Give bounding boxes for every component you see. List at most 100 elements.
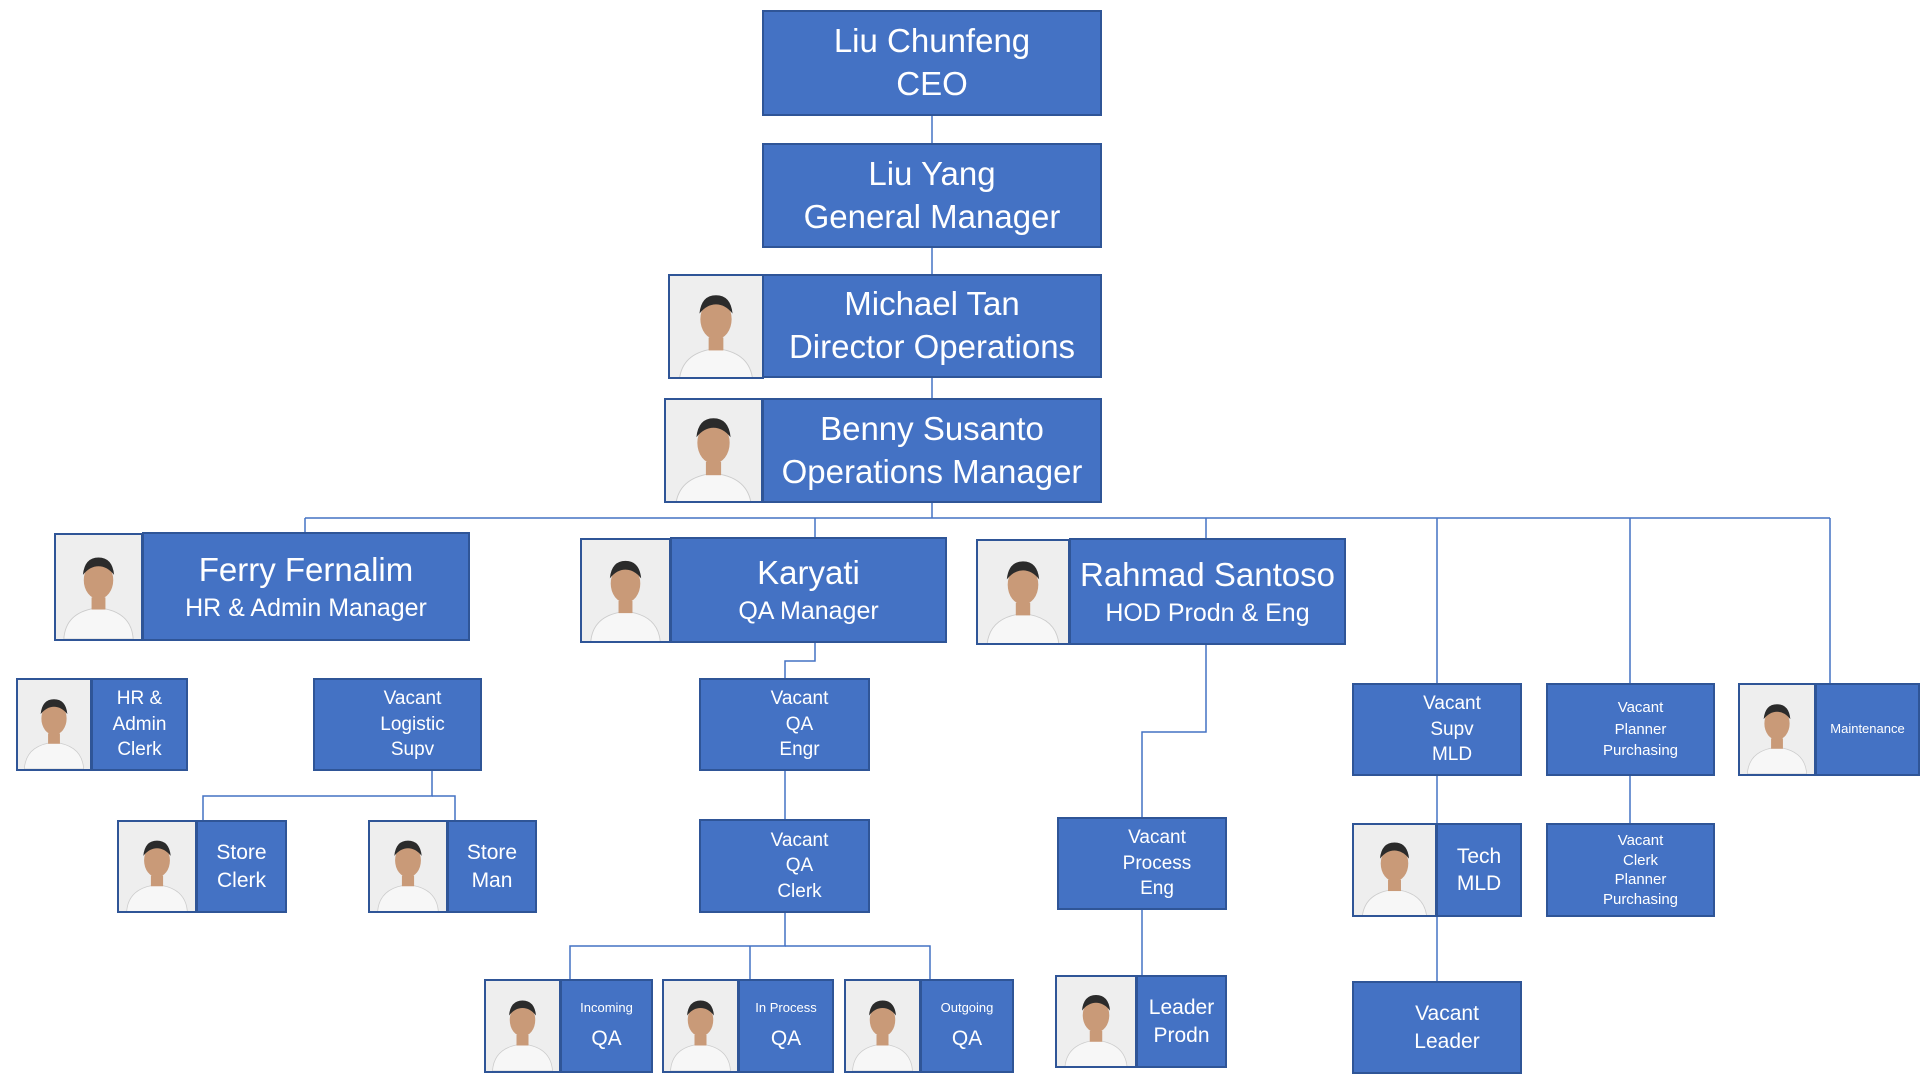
hr-clerk-line-3: Clerk <box>117 739 162 761</box>
outgoing-qa-box: Outgoing QA <box>920 979 1014 1073</box>
store-clerk-portrait-icon <box>117 820 197 913</box>
process-eng-box: Vacant Process Eng <box>1057 817 1227 910</box>
hr-clerk-portrait-icon <box>16 678 92 771</box>
hod-portrait-icon <box>976 539 1070 645</box>
leader-prodn-portrait-icon <box>1055 975 1137 1068</box>
in-process-qa-line-1: In Process <box>755 999 817 1015</box>
logistic-supv-line-1: Vacant <box>383 688 442 710</box>
hr-manager-box: Ferry Fernalim HR & Admin Manager <box>142 532 470 641</box>
clerk-planner-line-1: Vacant <box>1617 832 1664 849</box>
outgoing-qa-line-1: Outgoing <box>940 999 994 1015</box>
tech-mld-line-1: Tech <box>1456 844 1502 868</box>
gm-name: Liu Yang <box>868 154 996 192</box>
maintenance-box: Maintenance <box>1815 683 1920 776</box>
clerk-planner-line-3: Planner <box>1614 871 1667 888</box>
planner-purchasing-box: Vacant Planner Purchasing <box>1546 683 1715 776</box>
connector-qa-clerk-bus <box>569 913 786 979</box>
qa-manager-title: QA Manager <box>738 597 879 626</box>
supv-mld-line-2: Supv <box>1430 718 1474 740</box>
tech-mld-portrait-icon <box>1352 823 1437 917</box>
outgoing-qa-line-2: QA <box>951 1026 983 1050</box>
qa-clerk-line-1: Vacant <box>770 829 829 851</box>
tech-mld-line-2: MLD <box>1456 872 1502 895</box>
planner-purchasing-line-1: Vacant <box>1617 698 1664 716</box>
planner-purchasing-line-2: Planner <box>1614 720 1667 738</box>
process-eng-line-3: Eng <box>1140 878 1174 900</box>
gm-box: Liu Yang General Manager <box>762 143 1102 248</box>
qa-engr-line-3: Engr <box>779 739 820 761</box>
in-process-qa-line-2: QA <box>770 1026 802 1050</box>
planner-purchasing-line-3: Purchasing <box>1602 742 1679 760</box>
hr-clerk-line-2: Admin <box>112 713 167 735</box>
hr-manager-name: Ferry Fernalim <box>198 550 414 588</box>
ops-manager-box: Benny Susanto Operations Manager <box>762 398 1102 503</box>
gm-title: General Manager <box>803 197 1061 235</box>
qa-engr-box: Vacant QA Engr <box>699 678 870 771</box>
qa-manager-name: Karyati <box>757 554 860 592</box>
in-process-qa-portrait-icon <box>662 979 739 1073</box>
leader-prodn-line-2: Prodn <box>1153 1023 1210 1047</box>
hod-box: Rahmad Santoso HOD Prodn & Eng <box>1069 538 1346 645</box>
clerk-planner-line-2: Clerk <box>1622 851 1658 869</box>
vacant-leader-line-1: Vacant <box>1415 1002 1479 1026</box>
director-portrait-icon <box>668 274 764 379</box>
supv-mld-box: Vacant Supv MLD <box>1352 683 1522 776</box>
hr-manager-title: HR & Admin Manager <box>185 593 427 622</box>
qa-clerk-line-2: QA <box>785 855 814 877</box>
hr-clerk-line-1: HR & <box>116 688 163 710</box>
store-clerk-line-1: Store <box>216 841 267 865</box>
ops-manager-title: Operations Manager <box>781 452 1083 490</box>
leader-prodn-line-1: Leader <box>1148 996 1215 1020</box>
incoming-qa-line-1: Incoming <box>580 999 633 1015</box>
vacant-leader-box: Vacant Leader <box>1352 981 1522 1074</box>
clerk-planner-line-4: Purchasing <box>1602 890 1679 908</box>
qa-manager-box: Karyati QA Manager <box>670 537 947 643</box>
qa-engr-line-2: QA <box>785 713 814 735</box>
ceo-box: Liu Chunfeng CEO <box>762 10 1102 116</box>
connector-qa-engr <box>784 641 816 678</box>
qa-manager-portrait-icon <box>580 538 671 643</box>
incoming-qa-line-2: QA <box>591 1026 622 1050</box>
ops-manager-portrait-icon <box>664 398 763 503</box>
qa-engr-line-1: Vacant <box>770 688 829 710</box>
connector-logistic-right <box>432 795 456 820</box>
maintenance-portrait-icon <box>1738 683 1816 776</box>
director-name: Michael Tan <box>844 285 1020 323</box>
supv-mld-line-3: MLD <box>1431 744 1473 766</box>
vacant-leader-line-2: Leader <box>1414 1029 1480 1053</box>
maintenance-line-1: Maintenance <box>1830 721 1905 737</box>
store-man-line-2: Man <box>471 868 513 892</box>
store-man-portrait-icon <box>368 820 448 913</box>
store-man-box: Store Man <box>447 820 537 913</box>
logistic-supv-line-2: Logistic <box>380 713 445 735</box>
ops-manager-name: Benny Susanto <box>820 409 1044 447</box>
ceo-name: Liu Chunfeng <box>833 22 1031 60</box>
supv-mld-line-1: Vacant <box>1423 693 1481 715</box>
ceo-title: CEO <box>896 65 968 102</box>
incoming-qa-box: Incoming QA <box>560 979 653 1073</box>
clerk-planner-purchasing-box: Vacant Clerk Planner Purchasing <box>1546 823 1715 917</box>
in-process-qa-box: In Process QA <box>738 979 834 1073</box>
logistic-supv-line-3: Supv <box>390 739 435 761</box>
incoming-qa-portrait-icon <box>484 979 561 1073</box>
store-man-line-1: Store <box>466 841 518 865</box>
hod-title: HOD Prodn & Eng <box>1105 598 1310 627</box>
director-box: Michael Tan Director Operations <box>762 274 1102 378</box>
hr-manager-portrait-icon <box>54 533 143 641</box>
outgoing-qa-portrait-icon <box>844 979 921 1073</box>
hod-name: Rahmad Santoso <box>1080 555 1335 593</box>
leader-prodn-box: Leader Prodn <box>1136 975 1227 1068</box>
store-clerk-line-2: Clerk <box>216 868 266 892</box>
director-title: Director Operations <box>788 328 1076 365</box>
process-eng-line-2: Process <box>1122 852 1192 874</box>
connector-logistic <box>202 771 433 820</box>
process-eng-line-1: Vacant <box>1128 827 1186 849</box>
logistic-supv-box: Vacant Logistic Supv <box>313 678 482 771</box>
store-clerk-box: Store Clerk <box>196 820 287 913</box>
hr-clerk-box: HR & Admin Clerk <box>91 678 188 771</box>
connector-hod-process <box>1141 645 1207 817</box>
qa-clerk-line-3: Clerk <box>777 880 822 902</box>
connector-qa-clerk-bus-right <box>785 945 931 979</box>
qa-clerk-box: Vacant QA Clerk <box>699 819 870 913</box>
